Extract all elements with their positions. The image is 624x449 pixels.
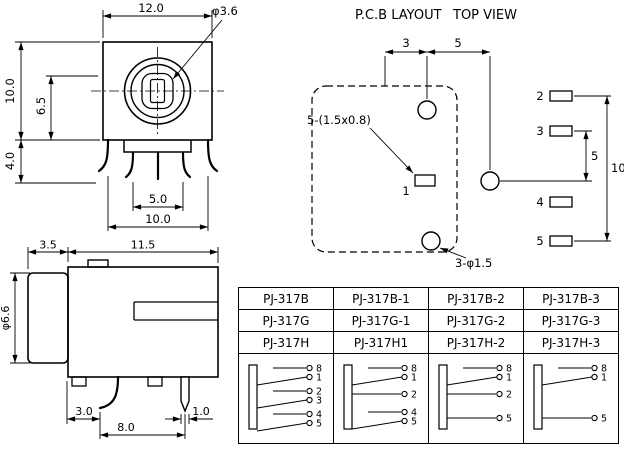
part-number-cell: PJ-317H-3 [523,331,619,354]
dim-pin-length-label: 4.0 [3,152,17,170]
dim-width-label: 12.0 [138,1,164,15]
dim-height-label: 10.0 [3,78,17,104]
switch-schematic-3: 8 1 2 5 [437,364,512,430]
part-number-cell: PJ-317G-2 [428,309,524,332]
part-number-cell: PJ-317H [238,331,334,354]
pcb-layout-drawing: P.C.B LAYOUT TOP VIEW 3 5 5-(1.5x0. [307,8,624,270]
dim-pin-pitch-label: 5.0 [149,192,167,206]
schematic-pin-label: 2 [316,387,322,398]
dim-3-0-label: 3.0 [75,405,93,418]
dim-5-top-label: 5 [454,36,461,50]
front-view-dimensions [15,10,223,231]
schematic-pin-label: 2 [506,390,512,401]
schematic-pin-label: 8 [506,364,512,375]
part-number-table: PJ-317B PJ-317B-1 PJ-317B-2 PJ-317B-3 PJ… [238,287,619,444]
dim-pin-span-label: 10.0 [145,212,171,226]
part-number-cell: PJ-317G [238,309,334,332]
hole-size-note: 3-φ1.5 [455,256,492,270]
side-view-pins [98,375,190,413]
dim-1-0-label: 1.0 [192,405,210,418]
dim-center-height-label: 6.5 [34,97,48,115]
table-schematic-row: 8 1 2 3 4 5 [238,353,619,444]
side-view-body [27,259,219,387]
schematic-pin-label: 8 [411,364,417,375]
switch-schematic-1: 8 1 2 3 4 5 [247,364,322,432]
schematic-pin-label: 5 [601,414,607,425]
schematic-cell: 8 1 2 3 4 5 [238,353,334,444]
dim-dia-label: φ6.6 [0,306,12,331]
dim-11-5-label: 11.5 [131,240,156,252]
part-number-cell: PJ-317G-3 [523,309,619,332]
pcb-dimensions [369,49,611,259]
schematic-pin-label: 1 [601,373,607,384]
schematic-pin-label: 1 [316,373,322,384]
schematic-cell: 8 1 5 [523,353,619,444]
side-view-dimensions [10,247,219,439]
part-number-cell: PJ-317B-1 [333,287,429,310]
schematic-pin-label: 1 [506,373,512,384]
dim-5-right-label: 5 [591,149,598,163]
front-view-pins [97,138,219,181]
schematic-cell: 8 1 2 4 5 [333,353,429,444]
front-view-centerlines [91,47,224,135]
schematic-pin-label: 5 [316,419,322,430]
pcb-pin-5-label: 5 [536,234,543,248]
part-number-cell: PJ-317B [238,287,334,310]
schematic-pin-label: 3 [316,396,322,407]
table-row: PJ-317B PJ-317B-1 PJ-317B-2 PJ-317B-3 [238,287,619,310]
part-number-cell: PJ-317G-1 [333,309,429,332]
dim-3-label: 3 [402,36,409,50]
pcb-outline [311,85,573,253]
side-view-drawing: 3.5 11.5 φ6.6 3.0 1.0 8.0 [0,240,219,439]
schematic-pin-label: 5 [411,417,417,428]
part-number-cell: PJ-317H-2 [428,331,524,354]
dim-3-5-label: 3.5 [39,240,57,252]
pcb-pin-3-label: 3 [536,124,543,138]
schematic-pin-label: 5 [506,414,512,425]
pcb-pin-2-label: 2 [536,89,543,103]
schematic-pin-label: 4 [411,408,417,419]
table-row: PJ-317H PJ-317H1 PJ-317H-2 PJ-317H-3 [238,331,619,354]
switch-schematic-2: 8 1 2 4 5 [342,364,417,430]
schematic-cell: 8 1 2 5 [428,353,524,444]
pcb-layout-title: P.C.B LAYOUT [355,8,442,23]
schematic-pin-label: 1 [411,373,417,384]
table-row: PJ-317G PJ-317G-1 PJ-317G-2 PJ-317G-3 [238,309,619,332]
dim-hole-label: φ3.6 [212,4,238,18]
part-number-cell: PJ-317H1 [333,331,429,354]
pcb-pin-4-label: 4 [536,195,543,209]
schematic-pin-label: 4 [316,410,322,421]
schematic-pin-label: 8 [601,364,607,375]
schematic-pin-label: 8 [316,364,322,375]
pad-size-note: 5-(1.5x0.8) [307,113,371,127]
pcb-pin-1-label: 1 [402,184,409,198]
part-number-cell: PJ-317B-2 [428,287,524,310]
front-view-drawing: 12.0 φ3.6 10.0 6.5 4.0 5.0 10.0 [3,1,238,231]
dim-8-0-label: 8.0 [117,421,135,434]
part-number-cell: PJ-317B-3 [523,287,619,310]
switch-schematic-4: 8 1 5 [532,364,607,430]
schematic-pin-label: 2 [411,390,417,401]
dim-10-label: 10 [611,161,624,175]
top-view-title: TOP VIEW [452,8,517,23]
